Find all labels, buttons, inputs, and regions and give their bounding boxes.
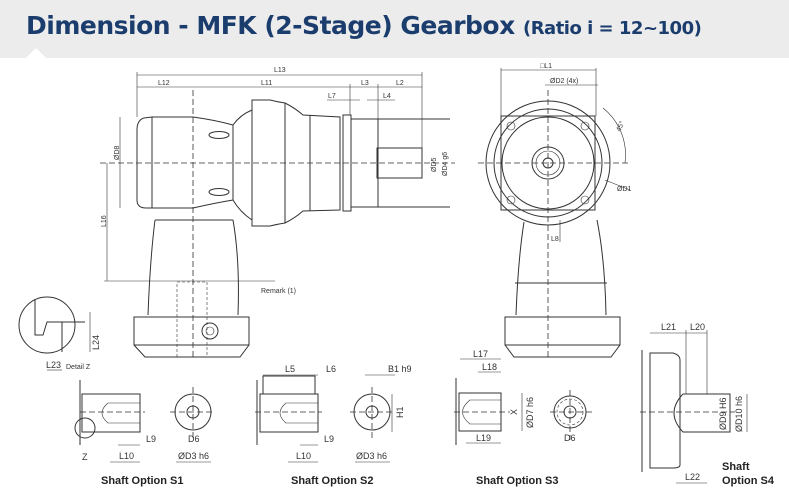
s4-l22: L22 [685,472,700,482]
s4-l20: L20 [690,322,705,332]
s2-h1: H1 [395,406,405,418]
s3-l17: L17 [473,349,488,359]
s3-d7: ØD7 h6 [525,397,535,428]
s4-d10: ØD10 h6 [734,396,744,432]
dim-l13: L13 [274,67,286,74]
s3-x: X [509,409,519,415]
s1-z: Z [82,452,88,462]
s2-l5: L5 [285,364,295,374]
dim-d5: ØD5 [431,158,438,173]
dim-l23: L23 [46,360,61,370]
s3-d6: D6 [564,433,576,443]
title-ratio: (Ratio i = 12~100) [522,18,702,39]
s1-caption: Shaft Option S1 [101,475,184,487]
dim-l1: □L1 [540,63,552,70]
dim-l8: L8 [551,236,559,243]
s4-caption-line2: Option S4 [722,475,775,487]
dim-l16: L16 [101,215,108,227]
s3-caption: Shaft Option S3 [476,475,559,487]
s1-d3: ØD3 h6 [178,451,209,461]
s1-l10: L10 [119,451,134,461]
end-view: □L1 ØD2 (4x) 45° ØD1 L8 [478,63,632,360]
s2-l10: L10 [296,451,311,461]
header-band [0,0,789,58]
s2-l9: L9 [324,434,334,444]
s1-d6: D6 [188,434,200,444]
dim-l24: L24 [91,335,101,350]
s4-caption-line1: Shaft [722,461,750,473]
dim-l2: L2 [396,80,404,87]
dim-d2: ØD2 (4x) [550,78,578,85]
s4-l21: L21 [661,322,676,332]
detail-z: L24 L23 Detail Z [18,296,101,371]
dim-d1: ØD1 [617,186,632,193]
dim-l4: L4 [383,93,391,100]
s2-d3: ØD3 h6 [356,451,387,461]
s2-caption: Shaft Option S2 [291,475,374,487]
header-pointer [26,48,46,58]
dim-l12: L12 [158,80,170,87]
s2-l6: L6 [326,364,336,374]
s2-b1: B1 h9 [388,364,412,374]
dim-angle: 45° [615,120,627,133]
title-main: Dimension - MFK (2-Stage) Gearbox [26,11,515,40]
shaft-option-s3: L17 L18 L19 X ØD7 h6 D6 Shaft Option S3 [454,349,592,487]
dim-d4: ØD4 g6 [442,152,449,176]
side-view: L13 L12 L11 L3 L2 L7 L4 ØD8 ØD5 ØD4 g6 L… [100,67,455,360]
detail-z-caption: Detail Z [66,364,91,371]
dim-d8: ØD8 [114,146,121,161]
s1-l9: L9 [146,434,156,444]
shaft-option-s4: L21 L20 L22 ØD9 H6 ØD10 h6 Shaft Option … [640,322,775,487]
shaft-option-s2: L5 L6 B1 h9 H1 L9 L10 ØD3 h6 Shaft Optio… [255,364,412,487]
dim-l7: L7 [328,93,336,100]
page-title: Dimension - MFK (2-Stage) Gearbox (Ratio… [26,11,702,40]
s3-l19: L19 [476,433,491,443]
dim-l11: L11 [261,80,272,87]
s3-l18: L18 [482,362,497,372]
s4-d9: ØD9 H6 [718,397,728,430]
shaft-option-s1: Z L9 L10 D6 ØD3 h6 Shaft Option S1 [74,380,215,487]
dim-l3: L3 [361,80,369,87]
remark-label: Remark (1) [261,288,296,295]
